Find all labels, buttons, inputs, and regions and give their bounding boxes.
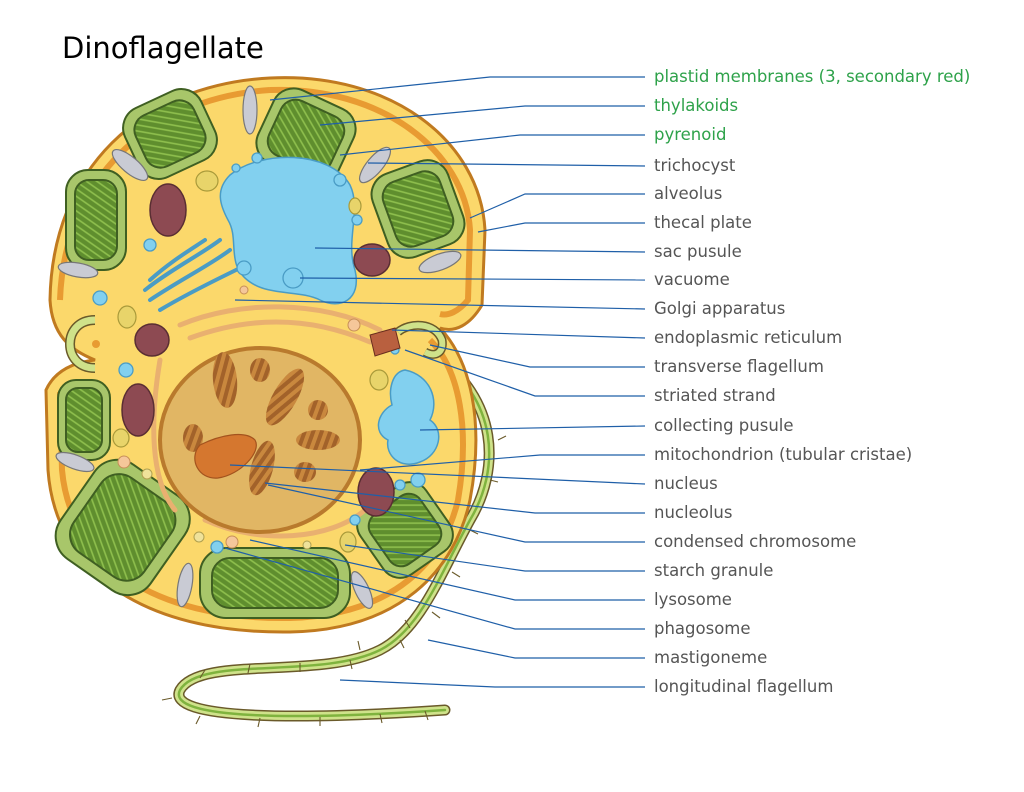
trichocysts [55,85,462,609]
leader-lines [224,76,646,688]
longitudinal-flagellum-shape [173,346,495,722]
leader-line-collecting-pusule [419,425,646,431]
label-mitochondrion: mitochondrion (tubular cristae) [654,445,912,464]
nucleus-shape [158,346,362,534]
leader-line-starch-granule [344,544,645,572]
label-vacuome: vacuome [654,270,730,289]
leader-line-nucleus [229,464,646,485]
striated-strand-shape [369,327,401,357]
label-alveolus: alveolus [654,184,722,203]
phagosomes [141,468,312,550]
label-golgi-apparatus: Golgi apparatus [654,299,785,318]
leader-line-mitochondrion [359,454,645,471]
starch-granules [112,170,389,553]
label-nucleolus: nucleolus [654,503,732,522]
leader-line-trichocyst [367,162,646,167]
leader-line-striated-strand [404,349,645,397]
leader-line-pyrenoid [339,134,645,156]
leader-line-endoplasmic-reticulum [391,329,646,339]
label-mastigoneme: mastigoneme [654,648,767,667]
leader-line-mastigoneme [427,639,645,659]
leader-line-thylakoids [319,105,645,126]
leader-line-phagosome [224,547,645,630]
label-starch-granule: starch granule [654,561,773,580]
label-longitudinal-flagellum: longitudinal flagellum [654,677,833,696]
leader-line-sac-pusule [314,247,646,253]
mitochondria [121,183,395,517]
vesicles [92,152,426,554]
leader-line-plastid-membranes [269,76,645,101]
label-phagosome: phagosome [654,619,751,638]
labels-layer: plastid membranes (3, secondary red) thyl… [654,67,970,696]
transverse-flagellum-shape [64,315,447,373]
chloroplasts [54,87,466,619]
leader-line-nucleolus [264,482,645,514]
leader-line-longitudinal-flagellum [339,679,645,688]
nucleolus-shape [194,433,257,479]
collecting-pusule-shape [377,369,440,465]
label-plastid-membranes: plastid membranes (3, secondary red) [654,67,970,86]
leader-line-transverse-flagellum [429,344,645,368]
label-sac-pusule: sac pusule [654,242,742,261]
leader-line-golgi-apparatus [234,299,646,310]
label-collecting-pusule: collecting pusule [654,416,794,435]
leader-line-condensed-chromosome [267,484,645,543]
label-pyrenoid: pyrenoid [654,125,726,144]
golgi-apparatus-shape [143,238,242,312]
leader-line-thecal-plate [477,222,645,233]
label-trichocyst: trichocyst [654,156,736,175]
label-thecal-plate: thecal plate [654,213,752,232]
label-transverse-flagellum: transverse flagellum [654,357,824,376]
label-condensed-chromosome: condensed chromosome [654,532,856,551]
label-thylakoids: thylakoids [654,96,738,115]
leader-line-vacuome [299,277,646,281]
leader-line-lysosome [249,539,645,601]
leader-line-alveolus [469,193,645,219]
lysosomes [117,285,361,549]
label-endoplasmic-reticulum: endoplasmic reticulum [654,328,842,347]
label-striated-strand: striated strand [654,386,776,405]
sac-pusule-shape [219,156,358,305]
label-lysosome: lysosome [654,590,732,609]
label-nucleus: nucleus [654,474,718,493]
diagram-title: Dinoflagellate [62,31,264,65]
